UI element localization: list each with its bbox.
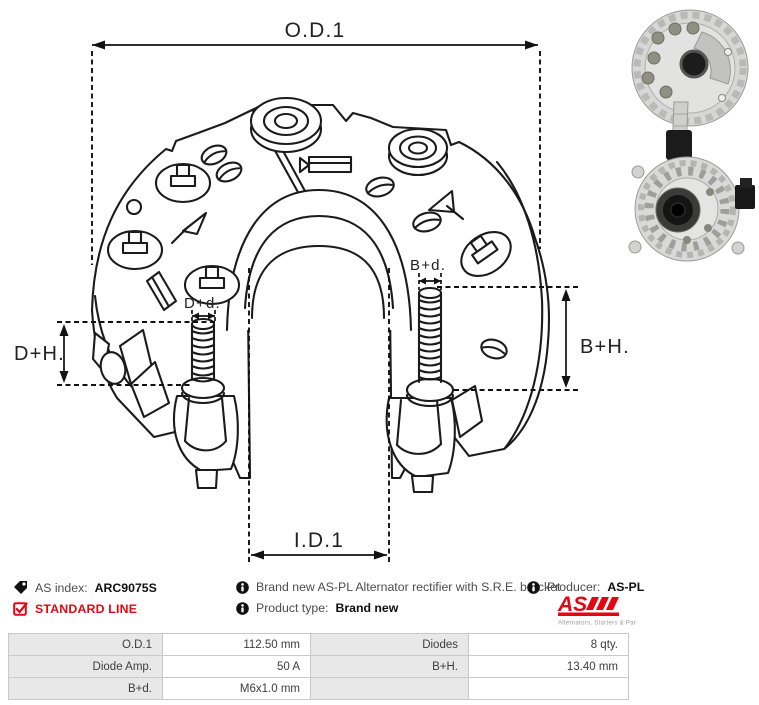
product-photo <box>628 9 755 262</box>
spec-table: O.D.1 112.50 mm Diodes 8 qty. Diode Amp.… <box>8 633 629 700</box>
producer-row: Producer: AS-PL <box>527 580 644 594</box>
rivet-pad <box>106 229 164 271</box>
spec-label: B+d. <box>8 677 163 700</box>
logo-caption: Alternators, Starters & Parts <box>558 621 636 627</box>
description-row: Brand new AS-PL Alternator rectifier wit… <box>236 580 560 594</box>
spec-label: O.D.1 <box>8 633 163 656</box>
info-icon <box>527 580 540 594</box>
table-row: O.D.1 112.50 mm Diodes 8 qty. <box>8 633 629 656</box>
right-bolt <box>405 286 455 408</box>
spec-value: 50 A <box>162 655 311 678</box>
left-bolt <box>180 317 226 405</box>
info-icon <box>236 601 249 615</box>
spec-value: 13.40 mm <box>468 655 629 678</box>
as-pl-logo: AS Alternators, Starters & Parts <box>556 593 641 631</box>
dimension-labels: O.D.1 I.D.1 D+H. B+H. D+d. B+d. <box>14 19 630 552</box>
product-type-label: Product type: <box>256 601 329 615</box>
standard-line-row: STANDARD LINE <box>13 601 137 616</box>
technical-drawing: O.D.1 I.D.1 D+H. B+H. D+d. B+d. <box>14 19 630 562</box>
right-foot <box>385 384 484 494</box>
spec-label: Diodes <box>310 633 469 656</box>
table-row: B+d. M6x1.0 mm <box>8 677 629 700</box>
info-icon <box>236 580 249 594</box>
logo-text: AS <box>557 593 587 616</box>
rivet-pad <box>460 230 512 278</box>
producer-label: Producer: <box>547 580 601 594</box>
spec-value: M6x1.0 mm <box>162 677 311 700</box>
standard-line-badge: STANDARD LINE <box>35 601 138 616</box>
photo-connector <box>666 130 692 160</box>
rivet-pad <box>183 264 241 306</box>
dim-label-id1: I.D.1 <box>294 529 344 552</box>
dim-label-dh: D+H. <box>14 343 65 365</box>
dim-label-bh: B+H. <box>580 336 630 358</box>
rivet-pad <box>154 162 212 204</box>
spec-value <box>468 677 629 700</box>
tag-icon <box>14 581 27 594</box>
dimension-arrowheads <box>59 40 571 560</box>
checkbox-icon <box>13 602 28 616</box>
as-index-row: AS index: ARC9075S <box>13 580 157 595</box>
spec-value: 8 qty. <box>468 633 629 656</box>
spec-label: Diode Amp. <box>8 655 163 678</box>
producer-value: AS-PL <box>607 580 645 594</box>
as-index-label: AS index: <box>35 580 88 595</box>
dimension-lines <box>57 44 578 562</box>
boss-left <box>249 96 323 154</box>
spec-value: 112.50 mm <box>162 633 311 656</box>
dim-label-bd: B+d. <box>410 257 446 274</box>
boss-right <box>387 127 449 177</box>
dim-label-dd: D+d. <box>184 295 221 312</box>
spec-label: B+H. <box>310 655 469 678</box>
left-foot <box>173 394 239 490</box>
product-type-value: Brand new <box>335 601 399 615</box>
photo-bottom-unit <box>628 156 755 262</box>
photo-top-unit <box>631 9 749 153</box>
product-type-row: Product type: Brand new <box>236 601 398 615</box>
table-row: Diode Amp. 50 A B+H. 13.40 mm <box>8 655 629 678</box>
spec-label <box>310 677 469 700</box>
dim-label-od1: O.D.1 <box>285 19 346 42</box>
description-text: Brand new AS-PL Alternator rectifier wit… <box>256 580 561 594</box>
photo-plug <box>735 185 755 209</box>
as-index-value: ARC9075S <box>94 580 157 595</box>
